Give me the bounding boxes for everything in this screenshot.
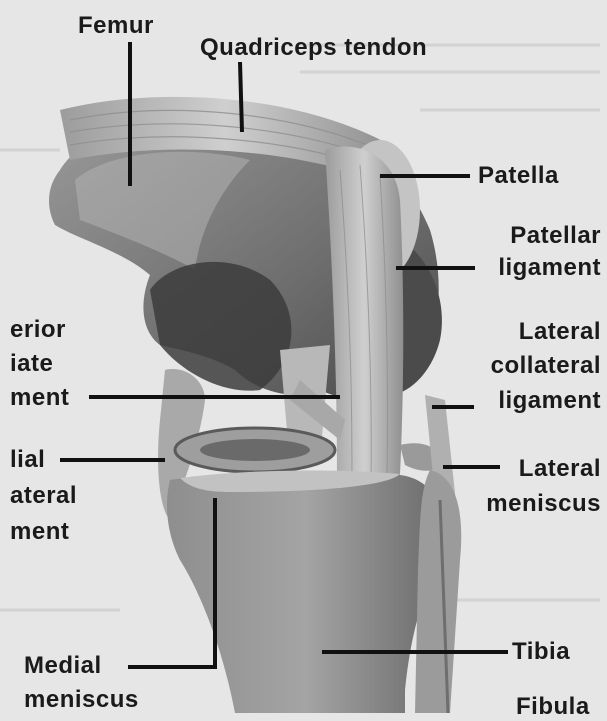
lateral-collateral-label-1: Lateral xyxy=(519,318,601,346)
tibia-bone xyxy=(167,471,444,713)
patellar-ligament-label-2: ligament xyxy=(498,254,601,282)
leader-quadriceps-tendon xyxy=(240,62,242,132)
lateral-collateral-label-3: ligament xyxy=(498,387,601,415)
medial-meniscus-label-2: meniscus xyxy=(24,686,139,714)
fibula-label: Fibula xyxy=(516,693,590,721)
medial-collateral-label-3: ment xyxy=(10,518,69,546)
lateral-meniscus-label-1: Lateral xyxy=(519,455,601,483)
medial-collateral-label-2: ateral xyxy=(10,482,77,510)
lateral-meniscus-label-2: meniscus xyxy=(486,490,601,518)
anterior-cruciate-label-2: iate xyxy=(10,350,53,378)
tibia-label: Tibia xyxy=(512,638,570,666)
medial-meniscus-label-1: Medial xyxy=(24,652,102,680)
fibula-bone xyxy=(415,470,461,713)
lateral-collateral-label-2: collateral xyxy=(491,352,601,380)
anterior-cruciate-label-1: erior xyxy=(10,316,66,344)
anterior-cruciate-label-3: ment xyxy=(10,384,69,412)
quadriceps-tendon-label: Quadriceps tendon xyxy=(200,34,427,62)
femur-label: Femur xyxy=(78,12,154,40)
patella-label: Patella xyxy=(478,162,559,190)
patellar-ligament-label-1: Patellar xyxy=(510,222,601,250)
medial-collateral-label-1: lial xyxy=(10,446,45,474)
